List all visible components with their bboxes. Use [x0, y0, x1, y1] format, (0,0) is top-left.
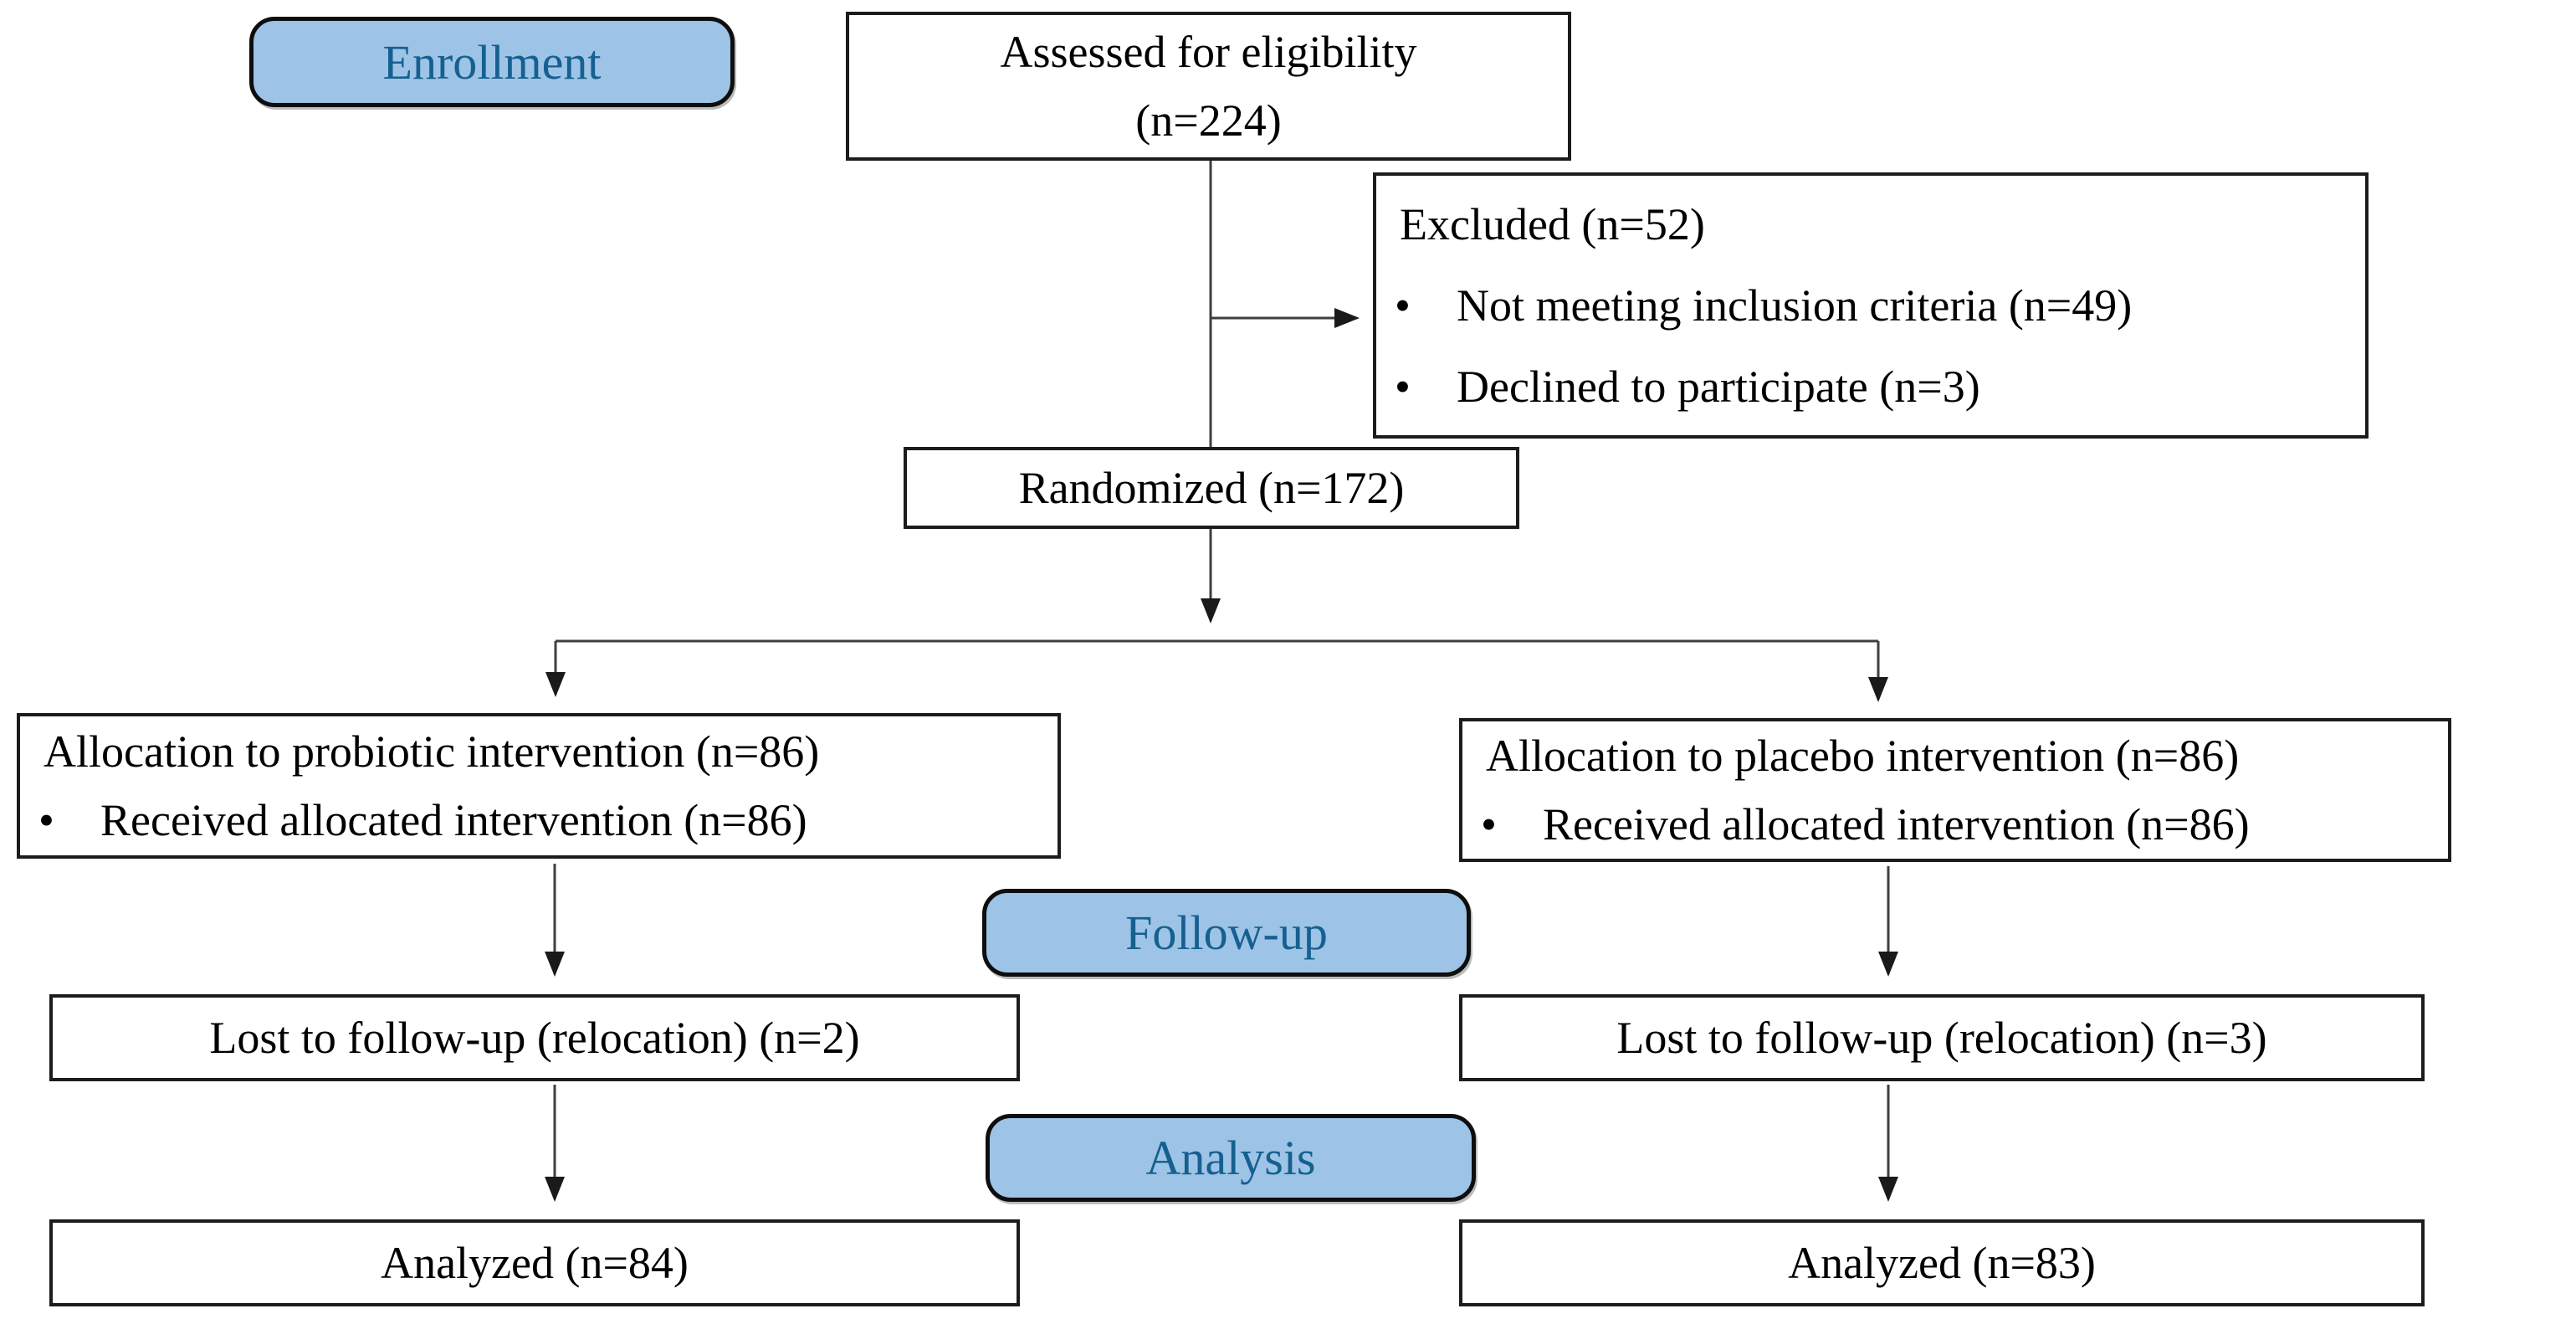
allocation-probiotic-line1: Allocation to probiotic intervention (n=…: [44, 726, 820, 777]
box-excluded: Excluded (n=52) • Not meeting inclusion …: [1373, 172, 2369, 439]
stage-enrollment: Enrollment: [249, 17, 735, 107]
box-allocation-placebo: Allocation to placebo intervention (n=86…: [1459, 718, 2451, 862]
excluded-bullet-1: • Not meeting inclusion criteria (n=49): [1376, 271, 2365, 340]
allocation-placebo-bullet-text: Received allocated intervention (n=86): [1543, 799, 2250, 849]
stage-enrollment-label: Enrollment: [382, 34, 602, 90]
bullet-icon: •: [1395, 280, 1411, 331]
bullet-icon: •: [38, 795, 54, 845]
allocation-probiotic-bullet-text: Received allocated intervention (n=86): [100, 795, 807, 845]
allocation-placebo-line1: Allocation to placebo intervention (n=86…: [1486, 731, 2240, 781]
excluded-bullet-1-text: Not meeting inclusion criteria (n=49): [1457, 280, 2133, 331]
excluded-bullet-2-text: Declined to participate (n=3): [1457, 361, 1980, 412]
box-allocation-probiotic: Allocation to probiotic intervention (n=…: [17, 713, 1061, 859]
box-assessed-eligibility: Assessed for eligibility (n=224): [846, 12, 1571, 161]
allocation-placebo-bullet: • Received allocated intervention (n=86): [1462, 790, 2448, 859]
stage-analysis-label: Analysis: [1145, 1131, 1316, 1185]
allocation-probiotic-bullet: • Received allocated intervention (n=86): [20, 786, 1058, 854]
lost-probiotic-text: Lost to follow-up (relocation) (n=2): [209, 1013, 860, 1063]
bullet-icon: •: [1481, 799, 1497, 849]
stage-followup: Follow-up: [982, 889, 1471, 977]
box-lost-placebo: Lost to follow-up (relocation) (n=3): [1459, 994, 2425, 1081]
excluded-title: Excluded (n=52): [1400, 199, 1705, 250]
stage-followup-label: Follow-up: [1125, 906, 1328, 960]
analyzed-probiotic-text: Analyzed (n=84): [381, 1238, 689, 1288]
box-analyzed-probiotic: Analyzed (n=84): [49, 1219, 1020, 1306]
stage-analysis: Analysis: [986, 1114, 1476, 1202]
box-analyzed-placebo: Analyzed (n=83): [1459, 1219, 2425, 1306]
assessed-line2: (n=224): [1135, 95, 1282, 146]
box-lost-probiotic: Lost to follow-up (relocation) (n=2): [49, 994, 1020, 1081]
excluded-bullet-2: • Declined to participate (n=3): [1376, 352, 2365, 421]
lost-placebo-text: Lost to follow-up (relocation) (n=3): [1616, 1013, 2267, 1063]
assessed-line1: Assessed for eligibility: [1000, 27, 1417, 77]
randomized-text: Randomized (n=172): [1018, 463, 1405, 513]
bullet-icon: •: [1395, 361, 1411, 412]
analyzed-placebo-text: Analyzed (n=83): [1788, 1238, 2096, 1288]
box-randomized: Randomized (n=172): [904, 447, 1519, 529]
